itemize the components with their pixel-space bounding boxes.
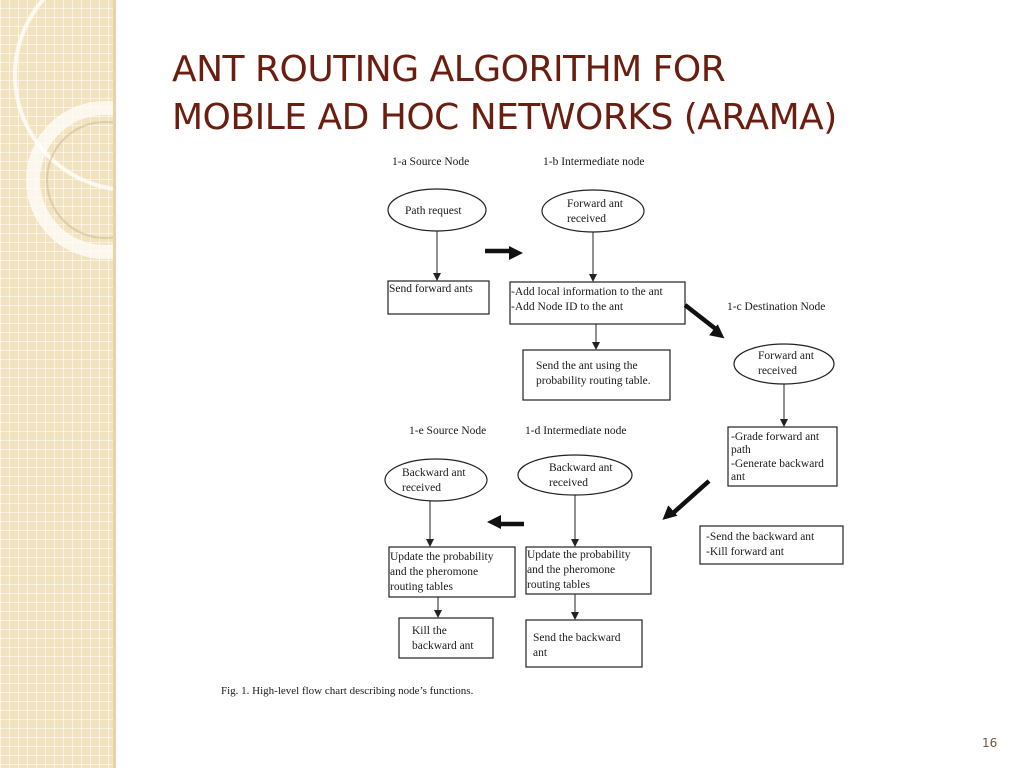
page-number: 16: [982, 736, 998, 750]
header-intermediate-node-b: 1-b Intermediate node: [543, 156, 645, 168]
svg-text:-Grade forward ant: -Grade forward ant: [731, 431, 820, 443]
header-source-node-e: 1-e Source Node: [409, 425, 486, 437]
header-destination-node-c: 1-c Destination Node: [727, 301, 825, 313]
svg-text:-Kill forward ant: -Kill forward ant: [706, 546, 785, 558]
bold-arrow-down-right: [683, 303, 725, 339]
svg-text:-Add local information to the: -Add local information to the ant: [511, 286, 664, 298]
svg-text:backward ant: backward ant: [412, 640, 474, 652]
node-send-backward-kill: -Send the backward ant -Kill forward ant: [699, 525, 844, 565]
node-forward-ant-received-b: Forward ant received: [541, 189, 645, 233]
svg-text:received: received: [549, 477, 588, 489]
bold-arrow-down-left: [662, 479, 711, 520]
svg-text:Backward ant: Backward ant: [402, 467, 466, 479]
svg-text:probability routing table.: probability routing table.: [536, 375, 651, 387]
node-backward-ant-received-e: Backward ant received: [384, 458, 488, 502]
svg-text:Send forward ants: Send forward ants: [389, 283, 473, 295]
sidebar-decoration: [0, 0, 113, 768]
decorative-arcs: [13, 0, 113, 259]
svg-text:-Add Node ID to the ant: -Add Node ID to the ant: [511, 301, 624, 313]
svg-text:Update the probability: Update the probability: [390, 551, 494, 563]
svg-text:and the pheromone: and the pheromone: [527, 564, 615, 576]
svg-text:path: path: [731, 444, 751, 456]
header-intermediate-node-d: 1-d Intermediate node: [525, 425, 627, 437]
svg-text:ant: ant: [731, 471, 746, 483]
node-add-local-info: -Add local information to the ant -Add N…: [509, 281, 686, 325]
node-forward-ant-received-c: Forward ant received: [733, 343, 835, 385]
svg-text:routing tables: routing tables: [390, 581, 453, 593]
figure-caption: Fig. 1. High-level flow chart describing…: [221, 685, 474, 697]
node-kill-backward-ant: Kill the backward ant: [398, 617, 494, 659]
svg-text:and the pheromone: and the pheromone: [390, 566, 478, 578]
header-source-node-a: 1-a Source Node: [392, 156, 469, 168]
node-send-forward-ants: Send forward ants: [387, 280, 490, 315]
node-update-tables-d: Update the probability and the pheromone…: [525, 546, 652, 595]
node-send-ant-probability: Send the ant using the probability routi…: [522, 349, 671, 401]
svg-text:ant: ant: [533, 647, 548, 659]
svg-text:received: received: [402, 482, 441, 494]
svg-text:-Send the backward ant: -Send the backward ant: [706, 531, 815, 543]
svg-text:Backward ant: Backward ant: [549, 462, 613, 474]
svg-text:Forward ant: Forward ant: [758, 350, 815, 362]
node-update-tables-e: Update the probability and the pheromone…: [388, 546, 516, 598]
svg-text:-Generate backward: -Generate backward: [731, 458, 824, 470]
svg-text:received: received: [567, 213, 606, 225]
svg-text:Send the ant using the: Send the ant using the: [536, 360, 638, 372]
svg-text:Path request: Path request: [405, 205, 462, 217]
title-line-1: ANT ROUTING ALGORITHM FOR: [172, 49, 726, 90]
svg-text:routing tables: routing tables: [527, 579, 590, 591]
svg-text:Send the backward: Send the backward: [533, 632, 621, 644]
sidebar-border: [113, 0, 116, 768]
node-grade-generate: -Grade forward ant path -Generate backwa…: [727, 426, 838, 487]
node-path-request: Path request: [387, 188, 487, 232]
slide-title: ANT ROUTING ALGORITHM FOR MOBILE AD HOC …: [172, 46, 992, 142]
node-send-backward-ant-d: Send the backward ant: [525, 619, 643, 668]
svg-text:Forward ant: Forward ant: [567, 198, 624, 210]
svg-text:Kill the: Kill the: [412, 625, 447, 637]
node-backward-ant-received-d: Backward ant received: [517, 454, 633, 496]
svg-text:received: received: [758, 365, 797, 377]
title-line-2: MOBILE AD HOC NETWORKS (ARAMA): [172, 97, 837, 138]
svg-text:Update the probability: Update the probability: [527, 549, 631, 561]
